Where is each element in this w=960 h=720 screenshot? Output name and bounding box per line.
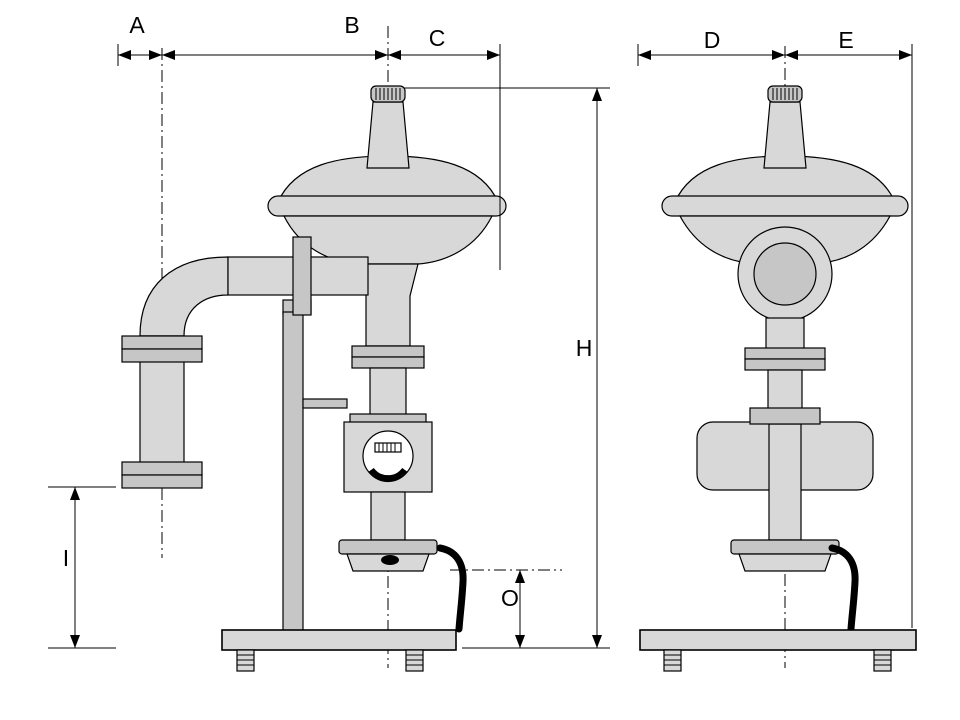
side-view bbox=[639, 85, 917, 672]
dimension-o: O bbox=[501, 570, 525, 648]
dimension-label-e: E bbox=[838, 27, 853, 53]
dimension-d: D bbox=[637, 27, 785, 66]
dimensions: A B C D E H I bbox=[48, 12, 913, 649]
valve-port bbox=[381, 555, 399, 565]
drain-valve-handle-side bbox=[828, 544, 859, 633]
drop-pipe-side bbox=[744, 317, 826, 413]
centerlines bbox=[161, 26, 786, 668]
dimension-label-o: O bbox=[501, 585, 519, 611]
dimension-e: E bbox=[785, 27, 913, 628]
inlet-pipe-assembly bbox=[121, 236, 369, 489]
pipe-elbow bbox=[139, 256, 229, 337]
meter-body-side bbox=[696, 407, 874, 541]
base-front bbox=[221, 629, 457, 672]
dimension-a: A bbox=[117, 12, 162, 66]
bonnet-neck-side bbox=[763, 101, 807, 169]
bonnet-neck-front bbox=[366, 101, 410, 169]
meter-register bbox=[374, 442, 402, 453]
drain-valve-handle-front bbox=[436, 544, 467, 633]
dimension-b: B bbox=[162, 12, 388, 60]
inlet-flange bbox=[121, 474, 203, 489]
adjuster-cap-side bbox=[767, 85, 803, 103]
inlet-flange bbox=[121, 348, 203, 363]
dimension-i: I bbox=[48, 486, 116, 649]
dimension-label-b: B bbox=[344, 12, 359, 38]
dimension-h: H bbox=[404, 87, 610, 649]
adjuster-cap-front bbox=[370, 85, 406, 103]
actuator-dome-side bbox=[661, 85, 909, 264]
dimension-c: C bbox=[388, 25, 501, 270]
lower-valve-front bbox=[338, 491, 467, 633]
base-side bbox=[639, 629, 917, 672]
support-stand bbox=[282, 299, 348, 633]
pipe-flange-plate bbox=[292, 236, 312, 316]
inlet-flange bbox=[121, 335, 203, 350]
dial-arc bbox=[368, 467, 408, 483]
anchor-bolt bbox=[873, 649, 892, 672]
outlet-boss-side bbox=[737, 226, 833, 322]
dimension-label-c: C bbox=[429, 25, 446, 51]
anchor-bolt bbox=[236, 649, 255, 672]
dimension-label-i: I bbox=[63, 545, 69, 571]
drop-pipe-front bbox=[351, 345, 425, 425]
meter-front bbox=[343, 413, 433, 493]
anchor-bolt bbox=[405, 649, 424, 672]
inlet-flange bbox=[121, 461, 203, 476]
front-view bbox=[121, 85, 507, 672]
dimension-label-a: A bbox=[129, 12, 145, 38]
dimension-label-d: D bbox=[704, 27, 721, 53]
anchor-bolt bbox=[663, 649, 682, 672]
dimension-label-h: H bbox=[576, 335, 593, 361]
lower-valve-side bbox=[730, 539, 859, 633]
